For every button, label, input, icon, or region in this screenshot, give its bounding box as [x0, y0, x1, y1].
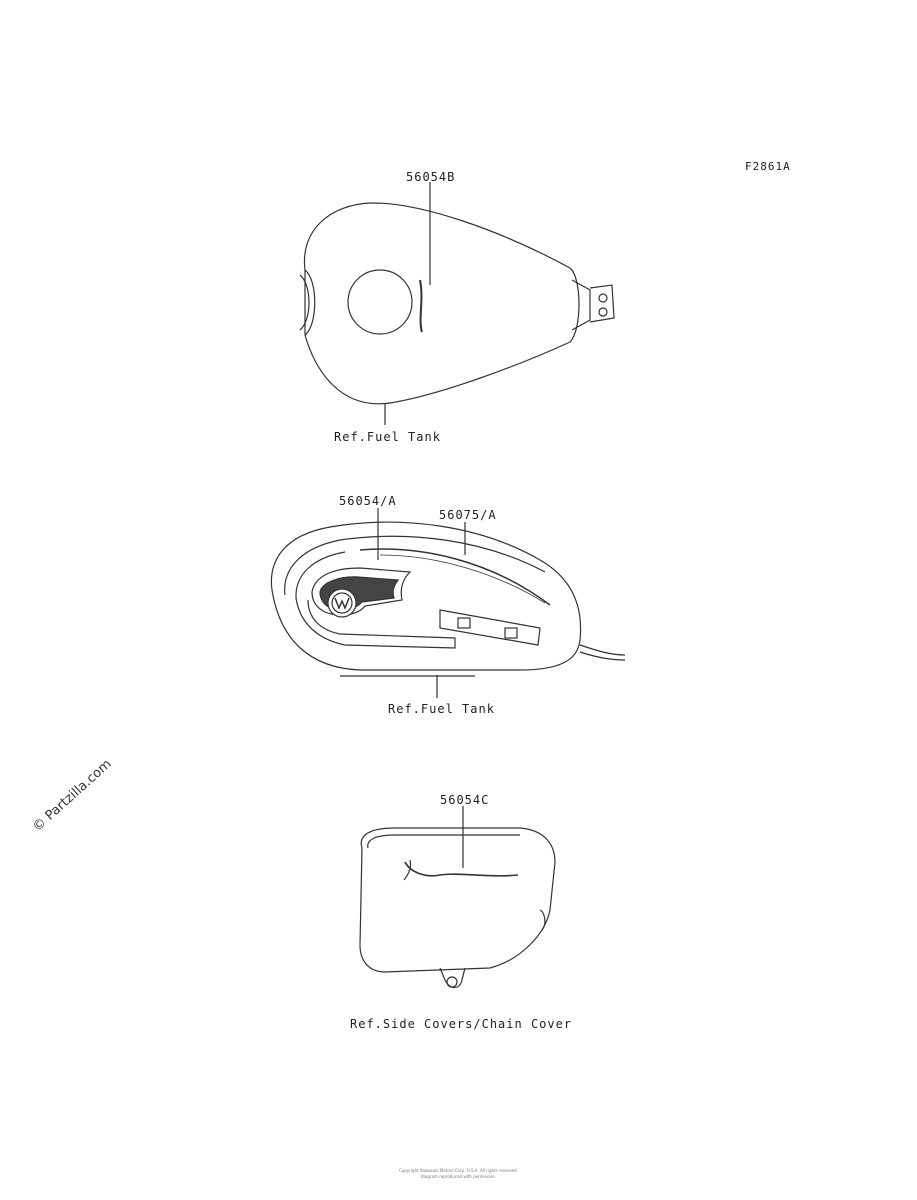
- footer-copyright: Copyright Kawasaki Motors Corp. U.S.A. A…: [399, 1168, 518, 1173]
- footer-note: Diagram reproduced with permission.: [420, 1174, 497, 1179]
- part-number-56075a[interactable]: 56075/A: [439, 508, 497, 522]
- ref-side-covers: Ref.Side Covers/Chain Cover: [350, 1017, 573, 1031]
- fuel-tank-top-view: [299, 182, 615, 425]
- part-number-56054c[interactable]: 56054C: [440, 793, 490, 807]
- watermark: © Partzilla.com: [30, 757, 140, 835]
- ref-fuel-tank-top: Ref.Fuel Tank: [334, 430, 441, 444]
- part-number-56054a[interactable]: 56054/A: [339, 494, 397, 508]
- part-number-56054b[interactable]: 56054B: [406, 170, 456, 184]
- diagram-code: F2861A: [745, 160, 791, 173]
- ref-fuel-tank-side: Ref.Fuel Tank: [388, 702, 495, 716]
- fuel-tank-side-view: [270, 508, 626, 698]
- side-cover-view: [359, 806, 556, 989]
